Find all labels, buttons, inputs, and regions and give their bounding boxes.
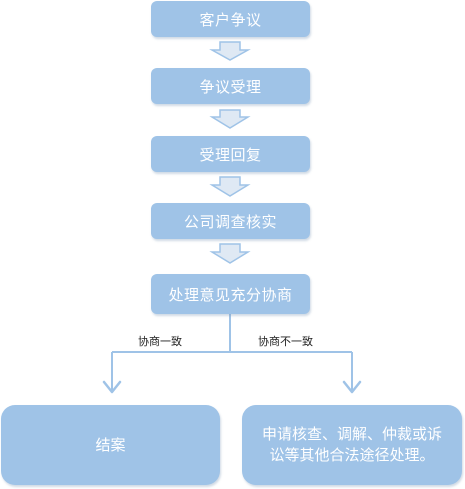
down-arrow-3 (209, 176, 251, 197)
branch-label-agreed: 协商一致 (138, 335, 182, 348)
down-arrow-2 (209, 109, 251, 129)
outcome-case-closed: 结案 (1, 405, 220, 485)
right-arrowhead (342, 380, 362, 394)
step-dispute-acceptance: 争议受理 (151, 68, 310, 104)
step-company-investigation-label: 公司调查核实 (183, 212, 277, 231)
step-company-investigation: 公司调查核实 (151, 203, 310, 239)
step-acceptance-reply-label: 受理回复 (199, 145, 262, 164)
step-dispute-acceptance-label: 争议受理 (199, 77, 262, 96)
step-customer-dispute-label: 客户争议 (199, 10, 262, 29)
outcome-legal-channels-line2: 讼等其他合法途径处理。 (269, 446, 435, 464)
branch-label-disagreed: 协商不一致 (258, 335, 313, 348)
outcome-case-closed-label: 结案 (95, 435, 126, 454)
down-arrow-4 (209, 243, 251, 264)
left-arrowhead (102, 380, 122, 394)
step-acceptance-reply: 受理回复 (151, 136, 310, 172)
down-arrow-1 (209, 41, 251, 61)
step-full-consultation-label: 处理意见充分协商 (168, 285, 293, 304)
step-full-consultation: 处理意见充分协商 (151, 274, 310, 314)
step-customer-dispute: 客户争议 (151, 1, 310, 37)
outcome-legal-channels: 申请核查、调解、仲裁或诉 讼等其他合法途径处理。 (242, 405, 462, 485)
outcome-legal-channels-line1: 申请核查、调解、仲裁或诉 (261, 425, 442, 443)
